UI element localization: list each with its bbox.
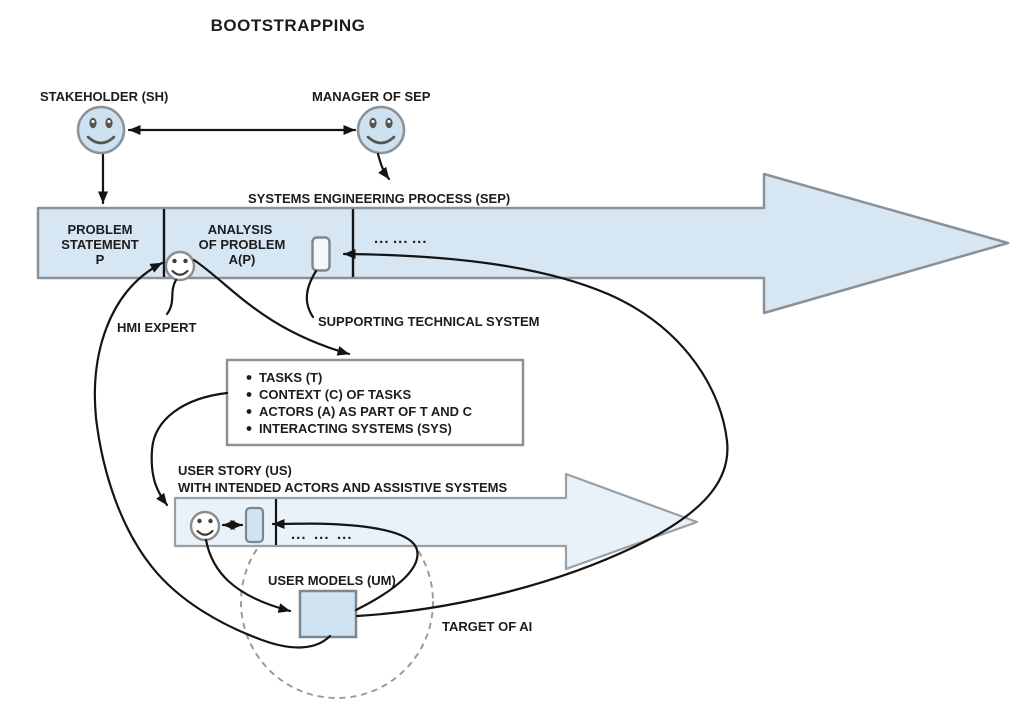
diagram-title: BOOTSTRAPPING [211, 16, 366, 35]
manager-actor: MANAGER OF SEP [312, 89, 431, 155]
us-dots-1: ... [291, 526, 307, 543]
tasks-box: TASKS (T) CONTEXT (C) OF TASKS ACTORS (A… [225, 358, 525, 447]
hmi-expert-callout-line [165, 278, 178, 316]
sep-process-label: SYSTEMS ENGINEERING PROCESS (SEP) [248, 191, 510, 206]
arrow-user-models-to-assistive-system [271, 518, 419, 612]
analysis-line3: A(P) [229, 252, 256, 267]
stakeholder-smiley-icon [76, 105, 126, 155]
supporting-system-label: SUPPORTING TECHNICAL SYSTEM [318, 314, 540, 329]
tasks-item-1: TASKS (T) [259, 370, 322, 385]
sep-dots-2: ... [393, 230, 409, 247]
user-models-box [298, 589, 358, 639]
user-story-label-line1: USER STORY (US) [178, 463, 292, 478]
arrow-hmi-expert-to-tasks-box [192, 258, 351, 356]
user-story-smiley-icon [189, 510, 221, 542]
arrow-user-story-smiley-to-user-models [204, 538, 292, 613]
user-models-label: USER MODELS (UM) [268, 573, 396, 588]
supporting-technical-system-box [311, 236, 331, 272]
sep-ellipsis: ... ... ... [374, 230, 428, 247]
bullet-icon [246, 392, 252, 397]
hmi-expert-smiley-icon [164, 250, 196, 282]
tasks-item-2: CONTEXT (C) OF TASKS [259, 387, 411, 402]
arrow-user-models-to-supporting-system [342, 249, 729, 618]
manager-label: MANAGER OF SEP [312, 89, 431, 104]
sep-dots-1: ... [374, 230, 390, 247]
hmi-expert-actor: HMI EXPERT [117, 250, 197, 335]
stakeholder-label: STAKEHOLDER (SH) [40, 89, 168, 104]
us-dots-3: ... [337, 526, 353, 543]
analysis-line2: OF PROBLEM [199, 237, 286, 252]
sep-dots-3: ... [412, 230, 428, 247]
problem-line1: PROBLEM [68, 222, 133, 237]
arrow-user-models-to-hmi-expert [93, 261, 332, 649]
user-story-arrow-shape [173, 472, 699, 571]
connectors [93, 125, 729, 649]
tasks-box-frame [225, 358, 525, 447]
analysis-section: ANALYSIS OF PROBLEM A(P) [199, 222, 286, 267]
user-story-ellipsis: ... ... ... [291, 526, 353, 543]
user-story-arrow: USER STORY (US) WITH INTENDED ACTORS AND… [173, 463, 699, 571]
supporting-system-callout-line [305, 269, 318, 319]
stakeholder-actor: STAKEHOLDER (SH) [40, 89, 168, 155]
us-dots-2: ... [314, 526, 330, 543]
problem-statement-section: PROBLEM STATEMENT P [61, 222, 139, 267]
sep-arrow-shape [36, 172, 1010, 315]
arrow-manager-to-sep [376, 152, 391, 181]
tasks-item-3: ACTORS (A) AS PART OF T AND C [259, 404, 473, 419]
bullet-icon [246, 426, 252, 431]
user-story-label-line2: WITH INTENDED ACTORS AND ASSISTIVE SYSTE… [178, 480, 507, 495]
manager-smiley-icon [356, 105, 406, 155]
tasks-item-4: INTERACTING SYSTEMS (SYS) [259, 421, 452, 436]
arrow-tasks-box-to-user-story [150, 391, 229, 507]
sep-process-arrow: SYSTEMS ENGINEERING PROCESS (SEP) PROBLE… [36, 172, 1010, 329]
hmi-expert-label: HMI EXPERT [117, 320, 197, 335]
problem-line3: P [96, 252, 105, 267]
problem-line2: STATEMENT [61, 237, 139, 252]
target-of-ai-label: TARGET OF AI [442, 619, 532, 634]
assistive-system-box [244, 506, 265, 544]
bullet-icon [246, 409, 252, 414]
bullet-icon [246, 375, 252, 380]
user-models: USER MODELS (UM) [268, 573, 396, 639]
analysis-line1: ANALYSIS [208, 222, 273, 237]
